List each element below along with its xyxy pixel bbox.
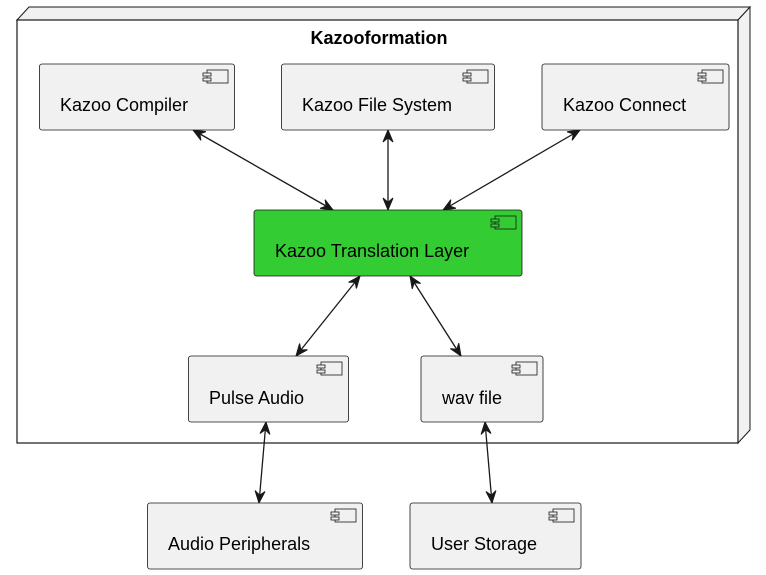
component-icon	[490, 215, 517, 230]
component-icon	[548, 508, 575, 523]
edge-line	[192, 129, 334, 211]
edge-line	[409, 275, 462, 357]
component-label: Kazoo Connect	[563, 95, 686, 115]
component-icon	[697, 69, 724, 84]
component-user-storage[interactable]: User Storage	[409, 502, 582, 570]
edge-kazoo-connect-to-kazoo-translation-layer	[441, 129, 582, 211]
arrowhead	[409, 274, 421, 289]
component-wav-file[interactable]: wav file	[420, 355, 544, 423]
component-label: Kazoo File System	[302, 95, 452, 115]
arrowhead	[566, 129, 582, 141]
arrowhead	[259, 420, 271, 435]
edge-line	[442, 129, 581, 211]
component-audio-peripherals[interactable]: Audio Peripherals	[147, 502, 363, 570]
component-pulse-audio[interactable]: Pulse Audio	[188, 355, 349, 423]
edge-wav-file-to-user-storage	[480, 420, 497, 505]
edge-pulse-audio-to-audio-peripherals	[254, 420, 271, 505]
edge-line	[484, 421, 493, 504]
component-label: Pulse Audio	[209, 388, 304, 408]
component-label: Kazoo Translation Layer	[275, 241, 469, 261]
arrowhead	[485, 490, 497, 505]
arrowhead	[348, 274, 361, 289]
component-kazoo-compiler[interactable]: Kazoo Compiler	[39, 63, 235, 131]
edge-kazoo-file-system-to-kazoo-translation-layer	[382, 128, 394, 212]
edge-line	[258, 421, 267, 504]
component-icon	[316, 361, 343, 376]
component-kazoo-file-system[interactable]: Kazoo File System	[281, 63, 495, 131]
edge-kazoo-translation-layer-to-pulse-audio	[295, 274, 361, 358]
node-title: Kazooformation	[311, 28, 448, 48]
arrowhead	[319, 199, 335, 211]
arrowhead	[441, 199, 457, 211]
arrowhead	[450, 343, 462, 358]
component-icon	[511, 361, 538, 376]
edges-layer	[191, 128, 582, 505]
arrowhead	[191, 129, 207, 141]
component-label: User Storage	[431, 534, 537, 554]
arrowhead	[295, 343, 308, 358]
component-kazoo-translation-layer[interactable]: Kazoo Translation Layer	[253, 209, 523, 277]
arrowhead	[480, 420, 492, 435]
edge-kazoo-translation-layer-to-wav-file	[409, 274, 462, 358]
arrowhead	[382, 197, 394, 212]
edge-line	[295, 275, 361, 357]
component-label: Audio Peripherals	[168, 534, 310, 554]
component-kazoo-connect[interactable]: Kazoo Connect	[541, 63, 730, 131]
component-label: Kazoo Compiler	[60, 95, 188, 115]
component-icon	[462, 69, 489, 84]
edge-kazoo-compiler-to-kazoo-translation-layer	[191, 129, 335, 211]
component-icon	[330, 508, 357, 523]
component-label: wav file	[441, 388, 502, 408]
component-icon	[202, 69, 229, 84]
arrowhead	[382, 128, 394, 143]
arrowhead	[254, 490, 266, 505]
